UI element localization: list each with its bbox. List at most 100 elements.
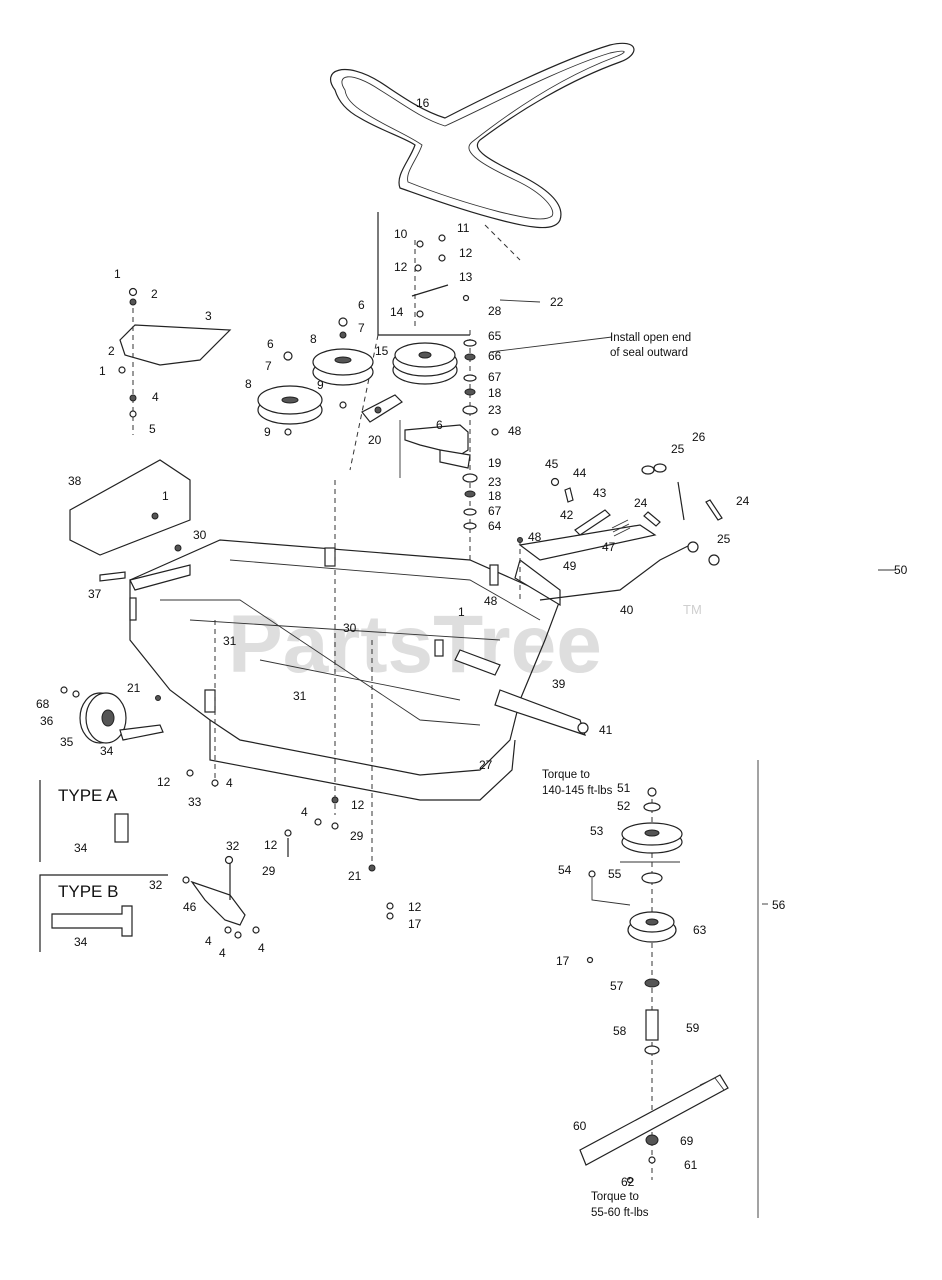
torque-upper-line1: Torque to [542, 769, 590, 781]
callout-15: 15 [375, 344, 389, 358]
callout-2: 2 [151, 287, 158, 301]
type-a-box: TYPE A [39, 780, 129, 862]
callout-30: 30 [343, 621, 357, 635]
callout-59: 59 [686, 1021, 700, 1035]
callout-49: 49 [563, 559, 577, 573]
callout-29: 29 [350, 829, 364, 843]
deflector-bracket-3 [118, 287, 232, 435]
callout-67: 67 [488, 370, 502, 384]
torque-lower-line1: Torque to [591, 1191, 639, 1203]
callout-4: 4 [301, 805, 308, 819]
watermark-text: PartsTree [228, 599, 602, 690]
callout-25: 25 [717, 532, 731, 546]
type-a-label: TYPE A [58, 786, 118, 805]
callout-20: 20 [368, 433, 382, 447]
callout-62: 62 [621, 1175, 635, 1189]
callout-3: 3 [205, 309, 212, 323]
callout-60: 60 [573, 1119, 587, 1133]
callout-13: 13 [459, 270, 473, 284]
type-b-label: TYPE B [58, 882, 118, 901]
callout-21: 21 [348, 869, 362, 883]
callout-6: 6 [436, 418, 443, 432]
spring-linkage-hardware [550, 463, 723, 566]
pulley-15 [392, 342, 458, 385]
torque-lower-line2: 55-60 ft-lbs [591, 1207, 649, 1219]
callout-28: 28 [488, 304, 502, 318]
callout-37: 37 [88, 587, 102, 601]
callout-23: 23 [488, 475, 502, 489]
torque-note-lower: Torque to 55-60 ft-lbs [591, 1191, 649, 1219]
type-b-box: TYPE B [39, 874, 168, 952]
callout-69: 69 [680, 1134, 694, 1148]
callout-1: 1 [99, 364, 106, 378]
callout-9: 9 [317, 378, 324, 392]
torque-upper-line2: 140-145 ft-lbs [542, 785, 613, 797]
callout-24: 24 [736, 494, 750, 508]
callout-22: 22 [550, 295, 564, 309]
callout-4: 4 [152, 390, 159, 404]
callout-12: 12 [157, 775, 171, 789]
blade-spindle-assembly [579, 760, 759, 1218]
callout-48: 48 [528, 530, 542, 544]
callout-21: 21 [127, 681, 141, 695]
drive-belt [329, 42, 635, 261]
callout-45: 45 [545, 457, 559, 471]
callout-51: 51 [617, 781, 631, 795]
gauge-wheel-35 [60, 686, 164, 744]
seal-note-line1: Install open end [610, 332, 691, 344]
pulley-8-left [257, 351, 347, 436]
callout-63: 63 [693, 923, 707, 937]
callout-12: 12 [394, 260, 408, 274]
mower-deck [69, 459, 561, 801]
callout-66: 66 [488, 349, 502, 363]
callout-48: 48 [508, 424, 522, 438]
callout-25: 25 [671, 442, 685, 456]
callout-4: 4 [258, 941, 265, 955]
callout-47: 47 [602, 540, 616, 554]
pulley-8-center [312, 317, 374, 386]
callout-54: 54 [558, 863, 572, 877]
callout-34: 34 [100, 744, 114, 758]
callout-4: 4 [219, 946, 226, 960]
callout-6: 6 [267, 337, 274, 351]
callout-11: 11 [457, 221, 470, 235]
callout-46: 46 [183, 900, 197, 914]
callout-7: 7 [265, 359, 272, 373]
callout-61: 61 [684, 1158, 698, 1172]
callout-40: 40 [620, 603, 634, 617]
callout-56: 56 [772, 898, 786, 912]
seal-note: Install open end of seal outward [610, 332, 691, 359]
callout-57: 57 [610, 979, 624, 993]
callout-42: 42 [560, 508, 574, 522]
idler-bracket-frame [349, 212, 470, 478]
callout-58: 58 [613, 1024, 627, 1038]
callout-12: 12 [264, 838, 278, 852]
callout-1: 1 [458, 605, 465, 619]
callouts: 16 10 11 12 12 13 14 28 22 65 66 67 18 2… [36, 96, 908, 1189]
callout-5: 5 [149, 422, 156, 436]
callout-50: 50 [894, 563, 908, 577]
callout-29: 29 [262, 864, 276, 878]
callout-31: 31 [293, 689, 307, 703]
callout-1: 1 [162, 489, 169, 503]
callout-23: 23 [488, 403, 502, 417]
deck-spindle-bolts [99, 480, 394, 920]
callout-53: 53 [590, 824, 604, 838]
callout-44: 44 [573, 466, 587, 480]
callout-9: 9 [264, 425, 271, 439]
callout-65: 65 [488, 329, 502, 343]
callout-18: 18 [488, 489, 502, 503]
bracket-46 [182, 855, 260, 939]
torque-note-upper: Torque to 140-145 ft-lbs [542, 769, 613, 797]
callout-17: 17 [556, 954, 570, 968]
callout-2: 2 [108, 344, 115, 358]
callout-39: 39 [552, 677, 566, 691]
callout-36: 36 [40, 714, 54, 728]
callout-12: 12 [459, 246, 473, 260]
callout-8: 8 [245, 377, 252, 391]
callout-8: 8 [310, 332, 317, 346]
callout-12: 12 [351, 798, 365, 812]
callout-34: 34 [74, 841, 88, 855]
callout-1: 1 [114, 267, 121, 281]
idler-arm [404, 424, 499, 469]
